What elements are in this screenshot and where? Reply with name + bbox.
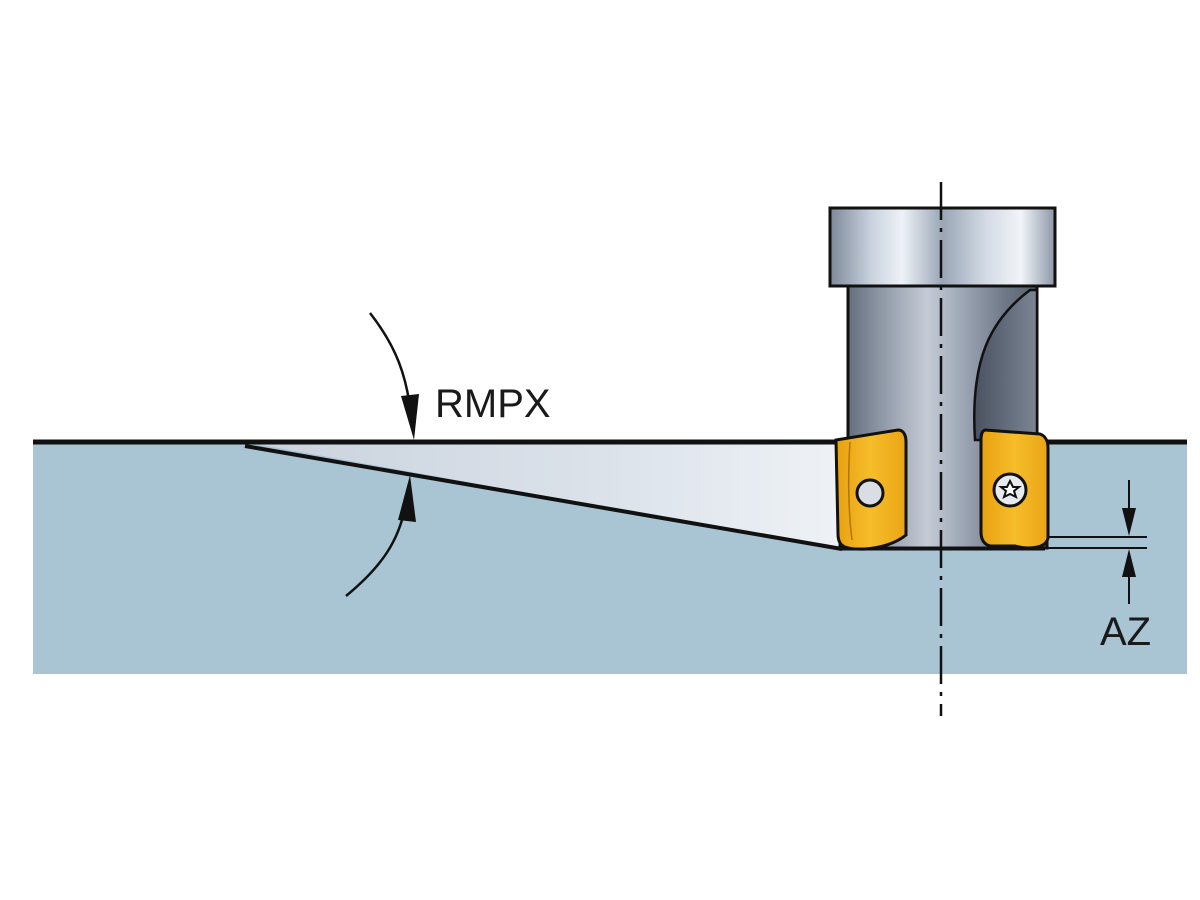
rmpx-arrowhead-top	[401, 394, 419, 440]
az-label: AZ	[1100, 610, 1151, 654]
tool-shank	[828, 206, 1057, 288]
left-insert-screw	[855, 478, 885, 508]
rmpx-label: RMPX	[435, 382, 551, 426]
az-arrow-bottom-head	[1122, 549, 1136, 577]
rmpx-arrowhead-bottom	[398, 475, 416, 522]
az-arrow-top-head	[1122, 508, 1136, 536]
ramp-line	[244, 444, 843, 551]
left-insert-edge	[847, 441, 853, 541]
chip-pocket	[973, 288, 1039, 442]
torx-icon	[998, 478, 1022, 499]
